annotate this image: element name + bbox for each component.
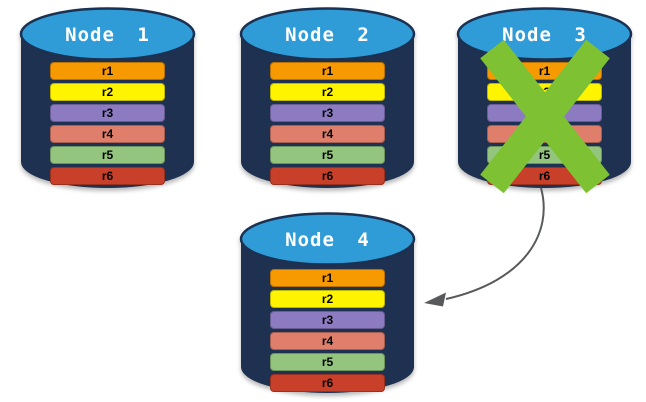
replica-bar-r3: r3 bbox=[270, 311, 385, 329]
replica-bar-r6: r6 bbox=[50, 167, 165, 185]
replica-bar-r3: r3 bbox=[270, 104, 385, 122]
node-title: Node 3 bbox=[502, 24, 587, 46]
replica-bar-r4: r4 bbox=[270, 125, 385, 143]
replica-list: r1 r2 r3 r4 r5 r6 bbox=[270, 269, 385, 395]
replica-label: r6 bbox=[101, 169, 114, 183]
replica-bar-r2: r2 bbox=[270, 290, 385, 308]
replica-bar-r2: r2 bbox=[270, 83, 385, 101]
replica-bar-r5: r5 bbox=[270, 353, 385, 371]
replica-label: r3 bbox=[101, 106, 114, 120]
replica-label: r3 bbox=[321, 106, 334, 120]
replica-label: r2 bbox=[101, 85, 114, 99]
replica-label: r1 bbox=[538, 64, 551, 78]
replica-list: r1 r2 r3 r4 r5 r6 bbox=[270, 62, 385, 188]
failure-x-icon bbox=[480, 39, 610, 194]
replica-label: r2 bbox=[321, 85, 334, 99]
replica-bar-r5: r5 bbox=[50, 146, 165, 164]
replica-bar-r2: r2 bbox=[50, 83, 165, 101]
replica-label: r4 bbox=[321, 334, 334, 348]
replica-bar-r4: r4 bbox=[270, 332, 385, 350]
db-node-1: Node 1 r1 r2 r3 r4 r5 r6 bbox=[19, 7, 196, 190]
replica-label: r4 bbox=[321, 127, 334, 141]
db-node-2: Node 2 r1 r2 r3 r4 r5 r6 bbox=[239, 7, 416, 190]
replica-label: r4 bbox=[101, 127, 114, 141]
replica-label: r6 bbox=[321, 376, 334, 390]
node-title: Node 4 bbox=[285, 229, 370, 251]
replica-bar-r6: r6 bbox=[270, 374, 385, 392]
replica-label: r5 bbox=[538, 148, 551, 162]
replica-label: r5 bbox=[321, 148, 334, 162]
replica-bar-r1: r1 bbox=[50, 62, 165, 80]
replica-list: r1 r2 r3 r4 r5 r6 bbox=[50, 62, 165, 188]
replica-bar-r3: r3 bbox=[50, 104, 165, 122]
replica-label: r3 bbox=[321, 313, 334, 327]
node-title: Node 1 bbox=[65, 24, 150, 46]
db-node-4: Node 4 r1 r2 r3 r4 r5 r6 bbox=[239, 212, 416, 395]
replica-label: r1 bbox=[101, 64, 114, 78]
replica-bar-r6: r6 bbox=[270, 167, 385, 185]
replica-label: r1 bbox=[321, 64, 334, 78]
replica-bar-r5: r5 bbox=[270, 146, 385, 164]
replica-label: r2 bbox=[321, 292, 334, 306]
arrowhead-icon bbox=[424, 292, 446, 307]
node-title: Node 2 bbox=[285, 24, 370, 46]
replica-bar-r1: r1 bbox=[270, 269, 385, 287]
replica-label: r5 bbox=[101, 148, 114, 162]
replica-label: r5 bbox=[321, 355, 334, 369]
replica-label: r6 bbox=[538, 169, 551, 183]
replica-label: r1 bbox=[321, 271, 334, 285]
replica-bar-r1: r1 bbox=[270, 62, 385, 80]
replica-label: r6 bbox=[321, 169, 334, 183]
replica-bar-r4: r4 bbox=[50, 125, 165, 143]
